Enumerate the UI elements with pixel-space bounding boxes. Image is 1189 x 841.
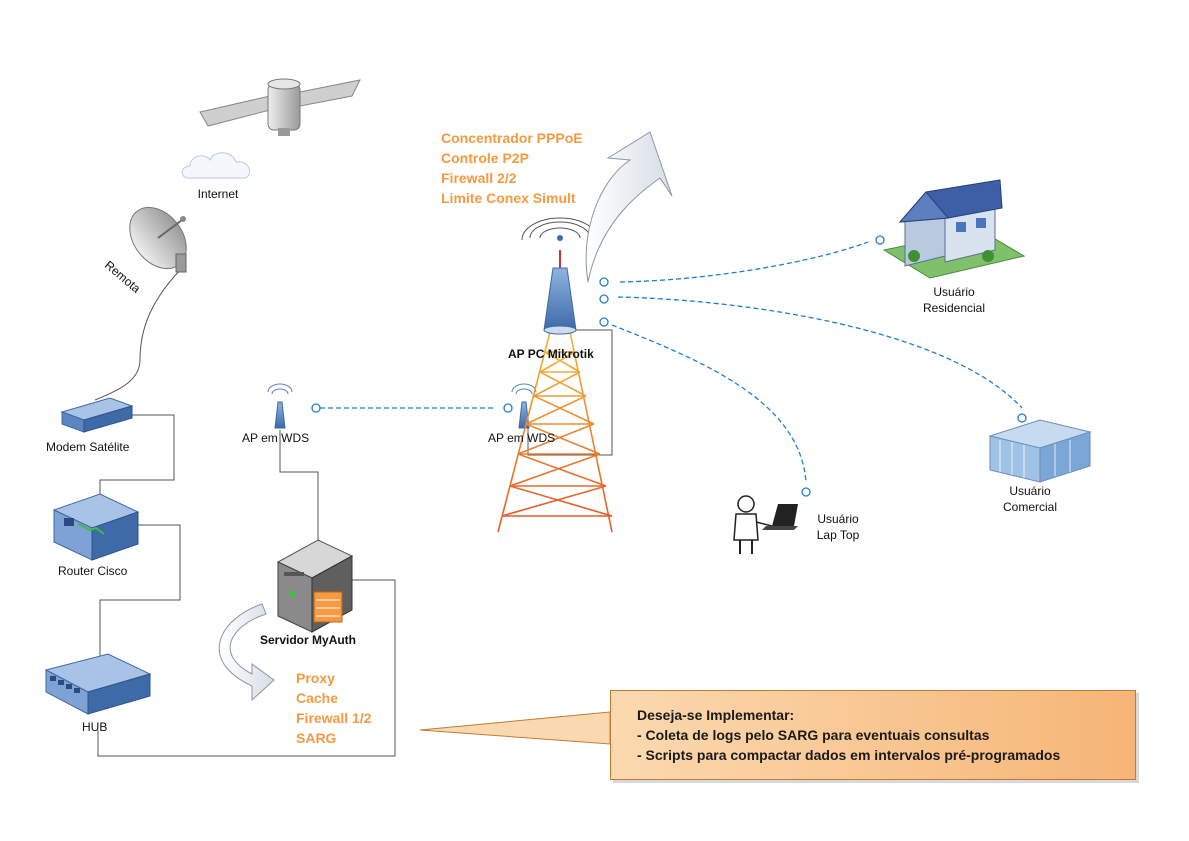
ap-pc-mikrotik-label: AP PC Mikrotik [508, 347, 594, 361]
ap-wds-right-label: AP em WDS [488, 431, 556, 445]
tower-feature: Controle P2P [441, 150, 529, 166]
comercial-label: Usuário Comercial [990, 483, 1070, 515]
server-curved-arrow-icon [218, 603, 275, 702]
ap-mikrotik-antenna-icon [521, 217, 599, 335]
laptop-line-1: Usuário [817, 512, 859, 526]
tower-curved-arrow-icon [585, 131, 673, 283]
tower-feature: Firewall 2/2 [441, 170, 517, 186]
modem-label: Modem Satélite [46, 440, 130, 454]
residencial-line-2: Residencial [922, 301, 986, 315]
wireless-links [320, 241, 1023, 483]
modem-icon [60, 397, 134, 433]
cloud-icon [181, 152, 251, 179]
satellite-dish-icon [129, 206, 187, 273]
router-label: Router Cisco [58, 564, 128, 578]
internet-label: Internet [197, 187, 239, 201]
hub-label: HUB [82, 720, 108, 734]
ap-wds-left-icon [267, 383, 293, 429]
server-features-list: Proxy Cache Firewall 1/2 SARG [296, 668, 371, 748]
building-icon [988, 419, 1092, 483]
person-laptop-icon [733, 495, 798, 554]
router-icon [52, 493, 140, 561]
server-feature: Firewall 1/2 [296, 710, 372, 726]
satellite-icon [199, 78, 361, 136]
server-icon [276, 539, 354, 633]
ap-wds-left-label: AP em WDS [242, 431, 310, 445]
wired-links [94, 264, 613, 757]
residencial-label: Usuário Residencial [904, 284, 1004, 316]
laptop-line-2: Lap Top [816, 528, 860, 542]
comercial-line-2: Comercial [1002, 500, 1057, 514]
tower-icon [497, 331, 613, 570]
server-feature: SARG [296, 730, 337, 746]
note-title: Deseja-se Implementar: [637, 707, 795, 723]
antenna-connectors [311, 235, 1027, 497]
comercial-line-1: Usuário [1009, 484, 1051, 498]
residencial-line-1: Usuário [933, 285, 975, 299]
implementation-note-box: Deseja-se Implementar: - Coleta de logs … [610, 690, 1136, 780]
tower-feature: Concentrador PPPoE [441, 130, 583, 146]
servidor-label: Servidor MyAuth [260, 633, 357, 647]
hub-icon [44, 653, 152, 715]
tower-features-list: Concentrador PPPoE Controle P2P Firewall… [441, 128, 583, 208]
house-icon [882, 179, 1026, 279]
server-feature: Proxy [296, 670, 335, 686]
note-item: - Coleta de logs pelo SARG para eventuai… [637, 727, 990, 743]
note-item: - Scripts para compactar dados em interv… [637, 747, 1061, 763]
note-arrow-icon [419, 711, 611, 745]
tower-feature: Limite Conex Simult [441, 190, 576, 206]
laptop-label: Usuário Lap Top [806, 511, 870, 543]
server-feature: Cache [296, 690, 339, 706]
